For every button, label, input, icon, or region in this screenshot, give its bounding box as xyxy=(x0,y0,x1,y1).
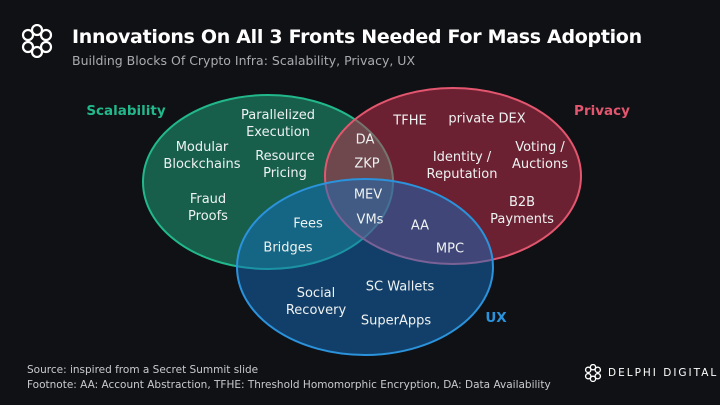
delphi-knot-icon xyxy=(584,364,602,382)
item-superapps: SuperApps xyxy=(360,313,432,329)
set-label-ux: UX xyxy=(485,310,507,326)
item-vms: VMs xyxy=(356,212,384,228)
source-note: Source: inspired from a Secret Summit sl… xyxy=(27,364,259,376)
page-title: Innovations On All 3 Fronts Needed For M… xyxy=(72,26,642,48)
item-sc-wallets: SC Wallets xyxy=(365,279,435,295)
item-tfhe: TFHE xyxy=(393,113,427,129)
brand-logo: DELPHI DIGITAL xyxy=(584,364,718,382)
item-voting-auctions: Voting /Auctions xyxy=(512,140,568,172)
item-mpc: MPC xyxy=(435,241,465,257)
item-private-dex: private DEX xyxy=(448,111,526,127)
page-subtitle: Building Blocks Of Crypto Infra: Scalabi… xyxy=(72,53,416,68)
set-label-scalability: Scalability xyxy=(86,103,166,119)
brand-name: DELPHI DIGITAL xyxy=(608,367,719,379)
set-label-privacy: Privacy xyxy=(574,103,630,119)
item-identity-reputation: Identity /Reputation xyxy=(426,150,498,182)
ux-circle xyxy=(236,178,494,356)
footnote: Footnote: AA: Account Abstraction, TFHE:… xyxy=(27,379,551,391)
item-bridges: Bridges xyxy=(263,240,313,256)
item-fees: Fees xyxy=(293,216,323,232)
item-zkp: ZKP xyxy=(354,156,380,172)
item-da: DA xyxy=(355,132,375,148)
item-mev: MEV xyxy=(353,187,383,203)
item-aa: AA xyxy=(410,218,430,234)
delphi-logo-icon xyxy=(21,24,53,58)
